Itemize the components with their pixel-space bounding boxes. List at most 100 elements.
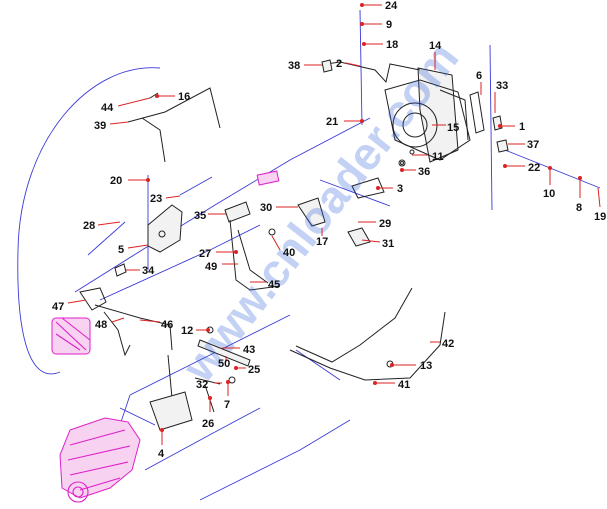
- svg-text:18: 18: [386, 39, 398, 51]
- callout-23: 23: [150, 193, 181, 205]
- highlighted-components: [51, 170, 280, 503]
- rail: [197, 339, 251, 367]
- callout-31: 31: [361, 238, 394, 250]
- callout-37: 37: [508, 139, 539, 151]
- callout-45: 45: [250, 279, 280, 291]
- callout-19: 19: [594, 187, 606, 223]
- callout-13: 13: [390, 360, 432, 372]
- callout-22: 22: [503, 162, 540, 174]
- svg-text:4: 4: [158, 448, 165, 460]
- callout-46: 46: [139, 319, 173, 331]
- svg-text:33: 33: [496, 80, 508, 92]
- callout-32: 32: [196, 379, 222, 391]
- callout-24: 24: [360, 0, 398, 12]
- svg-text:14: 14: [429, 40, 442, 52]
- callouts: 1 2 3 4 5 6 7: [52, 0, 606, 460]
- callout-29: 29: [358, 218, 391, 230]
- svg-text:12: 12: [181, 325, 193, 337]
- callout-11: 11: [412, 151, 444, 163]
- callout-30: 30: [260, 202, 298, 214]
- callout-4: 4: [158, 428, 165, 460]
- callout-5: 5: [118, 244, 149, 256]
- callout-40: 40: [271, 235, 295, 259]
- callout-7: 7: [224, 380, 230, 411]
- svg-text:48: 48: [95, 319, 107, 331]
- callout-27: 27: [199, 248, 238, 260]
- callout-50: 50: [218, 356, 230, 370]
- callout-26: 26: [202, 396, 214, 430]
- svg-text:36: 36: [418, 166, 430, 178]
- svg-text:11: 11: [432, 151, 444, 163]
- svg-text:30: 30: [260, 202, 272, 214]
- svg-text:3: 3: [397, 183, 403, 195]
- svg-text:31: 31: [382, 238, 394, 250]
- svg-text:35: 35: [194, 210, 206, 222]
- svg-text:13: 13: [420, 360, 432, 372]
- svg-text:17: 17: [316, 236, 328, 248]
- fuse-box: [256, 170, 280, 186]
- svg-text:2: 2: [336, 58, 342, 70]
- callout-41: 41: [373, 379, 410, 391]
- harness-curve: [17, 67, 161, 375]
- callout-28: 28: [83, 220, 121, 232]
- svg-text:28: 28: [83, 220, 95, 232]
- svg-text:22: 22: [528, 162, 540, 174]
- svg-text:42: 42: [442, 338, 454, 350]
- callout-39: 39: [94, 120, 129, 132]
- callout-6: 6: [476, 70, 482, 95]
- callout-33: 33: [494, 80, 508, 113]
- svg-text:38: 38: [288, 60, 300, 72]
- svg-text:1: 1: [519, 121, 525, 133]
- svg-text:41: 41: [398, 379, 410, 391]
- callout-36: 36: [400, 166, 430, 178]
- svg-text:6: 6: [476, 70, 482, 82]
- svg-text:19: 19: [594, 211, 606, 223]
- svg-text:46: 46: [161, 319, 173, 331]
- svg-text:50: 50: [218, 358, 230, 370]
- svg-text:43: 43: [243, 344, 255, 356]
- callout-42: 42: [430, 338, 454, 350]
- callout-14: 14: [429, 40, 442, 70]
- callout-15: 15: [432, 122, 459, 134]
- svg-text:44: 44: [101, 102, 114, 114]
- svg-text:24: 24: [385, 0, 398, 12]
- svg-text:29: 29: [379, 218, 391, 230]
- callout-43: 43: [222, 344, 255, 356]
- svg-text:10: 10: [543, 188, 555, 200]
- svg-text:32: 32: [196, 379, 208, 391]
- svg-text:16: 16: [178, 91, 190, 103]
- svg-text:20: 20: [110, 175, 122, 187]
- callout-9: 9: [360, 19, 392, 31]
- svg-text:21: 21: [326, 116, 338, 128]
- svg-text:25: 25: [248, 364, 260, 376]
- svg-text:49: 49: [205, 261, 217, 273]
- callout-18: 18: [362, 39, 398, 51]
- svg-text:45: 45: [268, 279, 280, 291]
- callout-16: 16: [155, 91, 190, 103]
- callout-12: 12: [181, 325, 210, 337]
- callout-3: 3: [376, 183, 403, 195]
- part-drawings: [79, 59, 509, 431]
- svg-text:15: 15: [447, 122, 459, 134]
- control-module: [224, 201, 251, 223]
- callout-34: 34: [126, 265, 155, 277]
- watermark: www.cnloader.com: [171, 32, 468, 392]
- svg-text:5: 5: [118, 244, 124, 256]
- svg-text:27: 27: [199, 248, 211, 260]
- svg-text:40: 40: [283, 247, 295, 259]
- svg-text:23: 23: [150, 193, 162, 205]
- callout-49: 49: [205, 261, 238, 273]
- callout-8: 8: [576, 176, 582, 214]
- svg-text:39: 39: [94, 120, 106, 132]
- svg-text:37: 37: [527, 139, 539, 151]
- callout-2: 2: [336, 58, 361, 70]
- callout-35: 35: [194, 210, 226, 222]
- svg-text:8: 8: [576, 202, 582, 214]
- callout-20: 20: [110, 175, 150, 187]
- svg-text:47: 47: [52, 301, 64, 313]
- callout-17: 17: [316, 228, 328, 248]
- svg-text:7: 7: [224, 399, 230, 411]
- svg-text:9: 9: [386, 19, 392, 31]
- callout-25: 25: [234, 364, 260, 376]
- callout-48: 48: [95, 317, 125, 331]
